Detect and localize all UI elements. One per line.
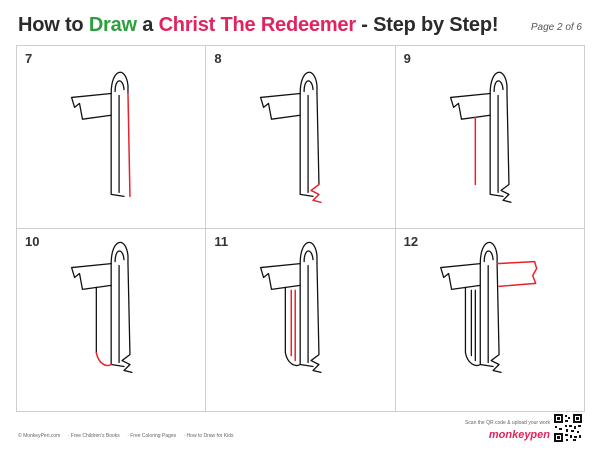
new-robe-edge	[127, 92, 131, 198]
new-fold	[310, 183, 323, 204]
title-draw: Draw	[88, 14, 137, 36]
head-outline	[299, 71, 318, 95]
robe-right	[490, 262, 502, 374]
page-title: How to Draw a Christ The Redeemer - Step…	[18, 14, 499, 37]
step-number: 7	[25, 51, 33, 66]
head-outline	[110, 71, 129, 95]
left-arm	[260, 262, 302, 290]
robe-left	[479, 262, 494, 368]
robe-left	[299, 92, 314, 197]
step-panel-7: 7	[16, 45, 207, 229]
step-9-drawing	[449, 71, 512, 203]
step-number: 10	[25, 234, 40, 249]
robe-left	[110, 92, 125, 197]
step-7-drawing	[70, 71, 131, 198]
robe-right	[310, 262, 322, 374]
step-panel-10: 10	[16, 228, 207, 412]
footer-link-coloring[interactable]: · Free Coloring Pages	[127, 433, 177, 439]
face-detail	[493, 80, 504, 93]
face-detail	[114, 250, 125, 263]
title-part-3: a	[136, 14, 159, 36]
new-right-arm	[496, 260, 538, 288]
robe-left	[299, 262, 314, 368]
qr-code-icon	[554, 414, 582, 442]
head-outline	[299, 241, 318, 265]
robe-right	[500, 92, 512, 203]
step-panel-11: 11	[205, 228, 396, 412]
title-part-1: How to	[18, 14, 89, 36]
step-panel-12: 12	[394, 228, 585, 412]
scan-note: Scan the QR code & upload your work	[464, 420, 550, 426]
robe-right	[316, 92, 320, 186]
face-detail	[303, 80, 314, 93]
step-number: 12	[403, 234, 419, 249]
new-sleeve-curve	[95, 351, 112, 367]
head-outline	[479, 241, 498, 265]
left-arm	[70, 92, 112, 120]
head-outline	[489, 71, 508, 95]
robe-left	[110, 262, 125, 368]
brand-logo: monkeypen	[488, 429, 550, 441]
head-outline	[110, 241, 129, 265]
sleeve-line	[464, 286, 481, 367]
robe-left	[489, 92, 504, 197]
title-subject: Christ The Redeemer	[158, 14, 357, 36]
footer-link-draw[interactable]: · How to Draw for Kids	[183, 433, 234, 439]
new-fold-lines	[290, 289, 297, 362]
face-detail	[303, 250, 314, 263]
step-10-drawing	[70, 241, 133, 374]
robe-right	[121, 262, 133, 374]
step-12-drawing	[439, 241, 538, 374]
step-panel-9: 9	[394, 45, 585, 229]
step-11-drawing	[260, 241, 322, 374]
left-arm	[439, 262, 481, 290]
face-detail	[114, 80, 125, 93]
step-panel-8: 8	[205, 45, 396, 229]
copyright: © MonkeyPen.com	[18, 433, 61, 439]
sleeve-line	[285, 286, 302, 367]
footer-link-books[interactable]: · Free Children's Books	[67, 433, 120, 439]
step-number: 9	[403, 51, 411, 66]
page-number: Page 2 of 6	[530, 22, 582, 33]
left-arm	[449, 92, 491, 120]
footer-links: © MonkeyPen.com · Free Children's Books …	[18, 433, 240, 439]
step-8-drawing	[260, 71, 323, 204]
face-detail	[483, 250, 494, 263]
left-arm	[260, 92, 302, 120]
title-part-5: - Step by Step!	[355, 14, 499, 36]
left-arm	[70, 262, 112, 290]
steps-grid: 7 8	[16, 45, 585, 412]
step-number: 11	[214, 234, 229, 249]
step-number: 8	[214, 51, 222, 66]
